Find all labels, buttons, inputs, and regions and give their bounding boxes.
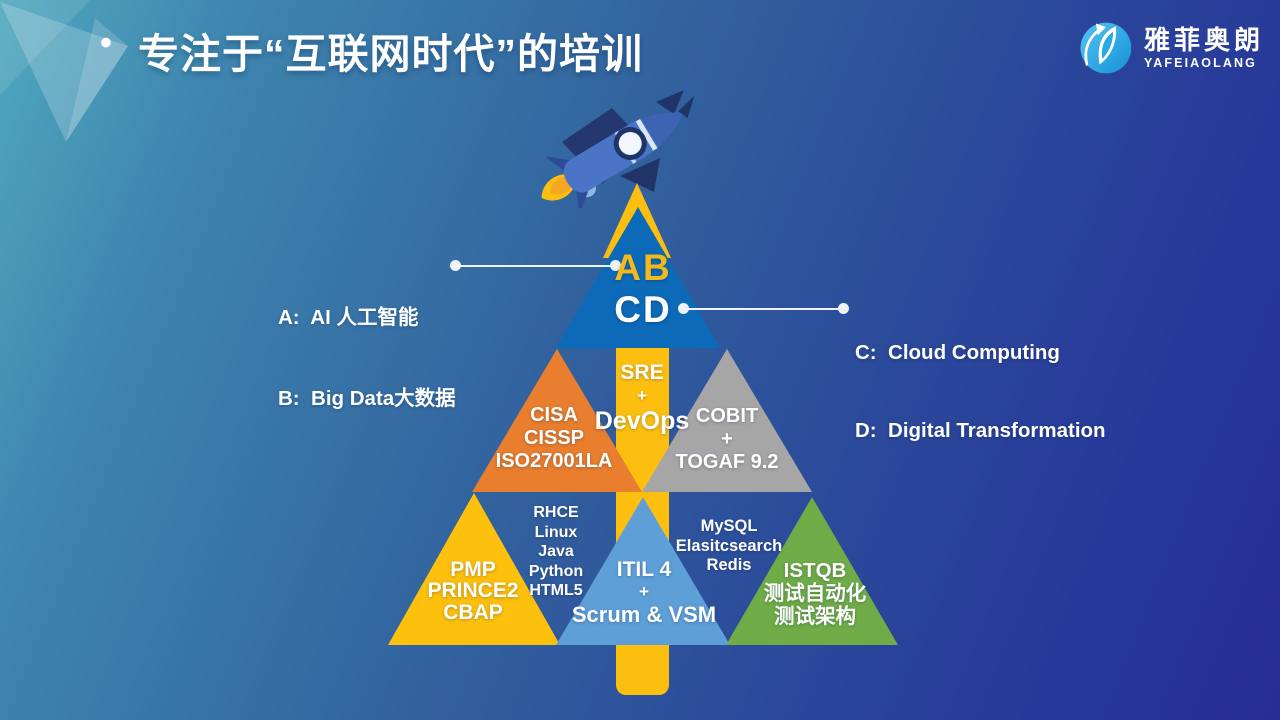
page-title: 专注于“互联网时代”的培训: [138, 31, 643, 77]
label-governance-certs: COBIT + TOGAF 9.2: [675, 405, 779, 473]
callout-line-left: [455, 265, 615, 267]
title-bullet: •: [100, 24, 112, 62]
label-itil: ITIL 4 + Scrum & VSM: [571, 558, 717, 628]
label-dev-stack: RHCE Linux Java Python HTML5: [528, 504, 584, 600]
logo-name-cn: 雅菲奥朗: [1144, 25, 1265, 55]
callout-right-text: C: Cloud Computing D: Digital Transforma…: [855, 341, 1106, 442]
rocket-icon: [541, 90, 695, 208]
callout-dot: [838, 303, 849, 314]
label-ab: AB: [614, 247, 672, 288]
label-data-stack: MySQL Elasitcsearch Redis: [675, 517, 783, 575]
logo-text: 雅菲奥朗 YAFEIAOLANG: [1144, 25, 1264, 71]
logo-name-en: YAFEIAOLANG: [1144, 56, 1257, 70]
label-testing-certs: ISTQB 测试自动化 测试架构: [763, 559, 867, 628]
callout-left-text: A: AI 人工智能 B: Big Data大数据: [278, 306, 456, 410]
callout-dot: [610, 260, 621, 271]
label-pm-certs: PMP PRINCE2 CBAP: [427, 558, 519, 624]
callout-dot: [678, 303, 689, 314]
callout-dot: [450, 260, 461, 271]
logo: 雅菲奥朗 YAFEIAOLANG: [1076, 19, 1264, 77]
logo-mark-icon: [1080, 22, 1132, 74]
label-sre-devops: SRE + DevOps: [594, 361, 690, 435]
label-cd: CD: [614, 289, 672, 330]
label-security-certs: CISA CISSP ISO27001LA: [495, 404, 613, 472]
callout-line-right: [683, 308, 843, 310]
label-abcd: AB CD: [614, 247, 671, 331]
